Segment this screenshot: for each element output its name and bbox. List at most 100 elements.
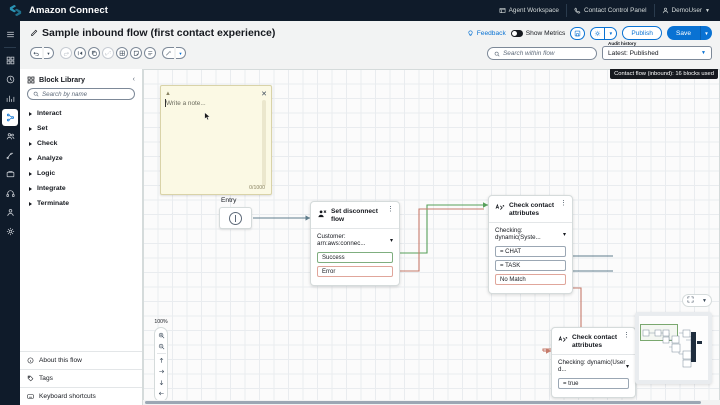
drag-handle-icon[interactable]: ▲ xyxy=(165,91,171,97)
block-parameter-select[interactable]: Checking: dynamic(Syste... ▾ xyxy=(495,227,566,241)
collapse-panel-button[interactable]: ‹ xyxy=(133,76,135,83)
library-category-terminate[interactable]: Terminate xyxy=(20,196,142,211)
sidebar-item-flows[interactable] xyxy=(2,109,18,126)
search-within-flow-input[interactable]: Search within flow xyxy=(487,47,597,60)
link-button[interactable] xyxy=(102,47,114,59)
align-button[interactable] xyxy=(116,47,128,59)
sidebar-item-analytics[interactable] xyxy=(2,90,18,107)
library-category-logic[interactable]: Logic xyxy=(20,166,142,181)
brand[interactable]: Amazon Connect xyxy=(8,3,108,18)
audit-history-select[interactable]: Audit history Latest: Published ▼ xyxy=(602,46,712,60)
edge-error xyxy=(400,209,484,271)
block-port-no-match[interactable]: No Match xyxy=(495,274,566,285)
agent-workspace-link[interactable]: Agent Workspace xyxy=(492,4,567,17)
undo-history-button[interactable]: ▼ xyxy=(44,47,54,59)
keyboard-shortcuts-button[interactable]: Keyboard shortcuts xyxy=(20,387,142,405)
magic-button[interactable] xyxy=(162,47,174,59)
minimap-expand-button[interactable] xyxy=(687,296,694,305)
redo-button[interactable] xyxy=(60,47,72,59)
scrollbar-thumb[interactable] xyxy=(145,401,701,404)
flow-settings-button[interactable] xyxy=(590,27,604,40)
block-menu-icon[interactable]: ⋮ xyxy=(560,202,567,206)
block-menu-icon[interactable]: ⋮ xyxy=(623,334,630,338)
publish-button[interactable]: Publish xyxy=(622,26,662,40)
library-category-integrate[interactable]: Integrate xyxy=(20,181,142,196)
close-icon[interactable]: ✕ xyxy=(261,91,267,98)
sidebar-item-users[interactable] xyxy=(2,128,18,145)
block-parameter-select[interactable]: Customer: arn:aws:connec... ▾ xyxy=(317,233,393,247)
library-category-label: Analyze xyxy=(37,155,63,162)
block-title: Check contact attributes xyxy=(509,202,556,218)
top-right-links: Agent Workspace Contact Control Panel De… xyxy=(492,4,712,17)
zoom-in-button[interactable] xyxy=(155,330,167,341)
pan-left-button[interactable] xyxy=(155,388,167,399)
add-note-button[interactable] xyxy=(130,47,142,59)
caret-right-icon xyxy=(29,172,32,176)
fit-to-screen-button[interactable] xyxy=(74,47,86,59)
header-actions: Feedback Show Metrics ▼ Publ xyxy=(467,26,712,40)
zoom-out-button[interactable] xyxy=(155,341,167,352)
sidebar-item-profile[interactable] xyxy=(2,204,18,221)
agent-workspace-label: Agent Workspace xyxy=(509,7,559,14)
save-button[interactable]: Save xyxy=(667,26,700,40)
block-port-success[interactable]: Success xyxy=(317,252,393,263)
character-counter: 0/1000 xyxy=(249,185,265,191)
settings-split-button[interactable]: ▼ xyxy=(590,27,617,40)
save-caret-button[interactable]: ▼ xyxy=(700,26,712,40)
pan-up-button[interactable] xyxy=(155,355,167,366)
block-port-task[interactable]: = TASK xyxy=(495,260,566,271)
library-category-analyze[interactable]: Analyze xyxy=(20,151,142,166)
sticky-note-input[interactable]: Write a note... xyxy=(165,100,267,107)
sticky-note-scrollbar[interactable] xyxy=(262,100,266,186)
block-search-input[interactable]: Search by name xyxy=(27,88,135,100)
pan-right-button[interactable] xyxy=(155,366,167,377)
chevron-down-icon: ▼ xyxy=(609,31,613,36)
feedback-link[interactable]: Feedback xyxy=(467,30,505,37)
copy-button[interactable] xyxy=(88,47,100,59)
block-check-contact-attributes-2[interactable]: Check contact attributes ⋮ Checking: dyn… xyxy=(551,327,636,398)
block-port-true[interactable]: = true xyxy=(558,378,629,389)
tags-button[interactable]: Tags xyxy=(20,369,142,387)
library-category-set[interactable]: Set xyxy=(20,121,142,136)
expand-icon xyxy=(687,296,694,303)
settings-caret-button[interactable]: ▼ xyxy=(604,27,617,40)
block-port-error[interactable]: Error xyxy=(317,266,393,277)
sticky-note-placeholder: Write a note... xyxy=(166,100,206,107)
library-category-check[interactable]: Check xyxy=(20,136,142,151)
block-parameter-select[interactable]: Checking: dynamic(User d... ▾ xyxy=(558,359,629,373)
minimap[interactable] xyxy=(635,312,712,384)
sidebar-item-dashboard[interactable] xyxy=(2,52,18,69)
sidebar-item-settings[interactable] xyxy=(2,223,18,240)
magic-menu-button[interactable]: ▼ xyxy=(176,47,186,59)
user-menu-label: DemoUser xyxy=(672,7,703,14)
search-placeholder: Search within flow xyxy=(503,50,555,57)
save-split-button[interactable]: Save ▼ xyxy=(667,26,712,40)
block-menu-icon[interactable]: ⋮ xyxy=(387,208,394,212)
block-check-contact-attributes-1[interactable]: Check contact attributes ⋮ Checking: dyn… xyxy=(488,195,573,294)
save-draft-button[interactable] xyxy=(570,27,585,40)
toggle-switch[interactable] xyxy=(511,30,523,37)
sidebar-item-realtime[interactable] xyxy=(2,71,18,88)
blocks-list-button[interactable] xyxy=(144,47,156,59)
sidebar-item-agent-status[interactable] xyxy=(2,185,18,202)
block-set-disconnect-flow[interactable]: Set disconnect flow ⋮ Customer: arn:aws:… xyxy=(310,201,400,286)
user-menu[interactable]: DemoUser ▼ xyxy=(655,4,713,17)
pan-down-button[interactable] xyxy=(155,377,167,388)
flow-canvas[interactable]: Contact flow (inbound): 16 blocks used ▲… xyxy=(143,69,720,405)
block-library-header: Block Library ‹ xyxy=(20,69,142,88)
library-category-interact[interactable]: Interact xyxy=(20,106,142,121)
sticky-note[interactable]: ▲ ✕ Write a note... 0/1000 xyxy=(160,85,272,195)
pencil-icon[interactable] xyxy=(30,29,38,37)
entry-node[interactable] xyxy=(219,207,252,229)
sidebar-item-routing[interactable] xyxy=(2,147,18,164)
undo-button[interactable] xyxy=(30,47,42,59)
minimap-caret-button[interactable]: ▼ xyxy=(702,297,707,304)
block-port-chat[interactable]: = CHAT xyxy=(495,246,566,257)
canvas-horizontal-scrollbar[interactable] xyxy=(143,400,720,405)
show-metrics-toggle[interactable]: Show Metrics xyxy=(511,30,566,37)
search-icon xyxy=(33,91,39,97)
about-this-flow-button[interactable]: About this flow xyxy=(20,351,142,369)
sidebar-item-menu[interactable] xyxy=(2,26,18,43)
sidebar-item-channels[interactable] xyxy=(2,166,18,183)
contact-control-panel-link[interactable]: Contact Control Panel xyxy=(567,4,655,17)
